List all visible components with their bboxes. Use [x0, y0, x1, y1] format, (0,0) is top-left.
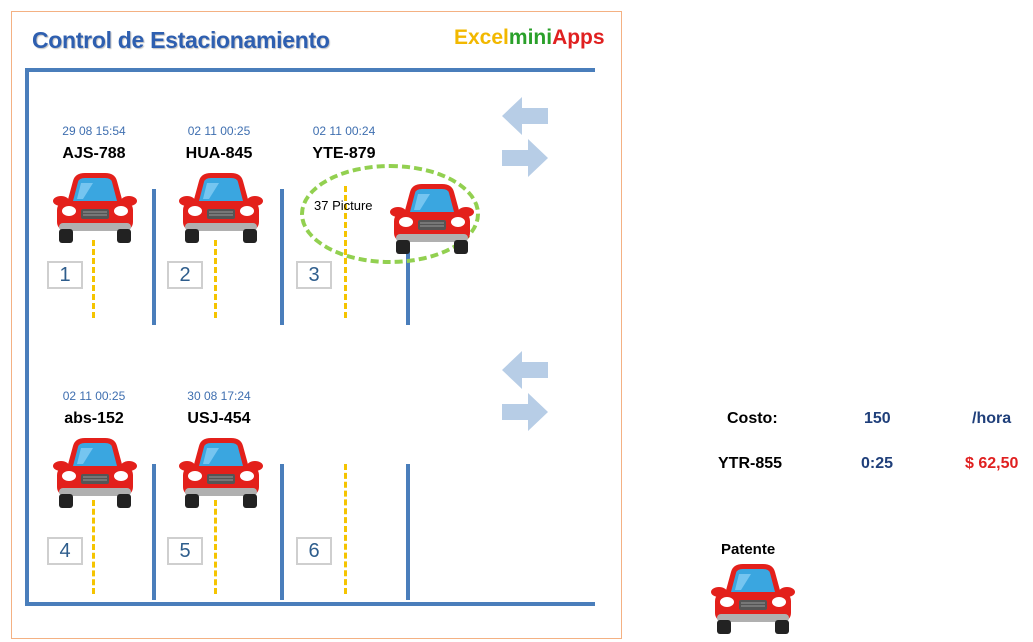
spot-2-time: 02 11 00:25 [187, 124, 251, 138]
amount-value: $ 62,50 [965, 455, 1019, 472]
car-icon[interactable] [711, 560, 795, 636]
left-wall [25, 68, 29, 606]
lane-line [92, 240, 95, 318]
spot-1-plate: AJS-788 [62, 145, 126, 162]
car-icon[interactable] [179, 169, 263, 245]
divider-wall [280, 189, 284, 325]
spot-4-time: 02 11 00:25 [62, 389, 126, 403]
lane-line [344, 464, 347, 594]
divider-wall [280, 464, 284, 600]
spot-2-number: 2 [167, 261, 203, 289]
lane-line [214, 500, 217, 594]
spot-1-number: 1 [47, 261, 83, 289]
cost-label: Costo: [727, 410, 778, 427]
spot-3-plate: YTE-879 [312, 145, 376, 162]
divider-wall [406, 250, 410, 325]
spot-2-plate: HUA-845 [185, 145, 253, 162]
bottom-wall [25, 602, 595, 606]
car-icon[interactable] [53, 434, 137, 510]
spot-6-number: 6 [296, 537, 332, 565]
spot-3-time: 02 11 00:24 [312, 124, 376, 138]
divider-wall [406, 464, 410, 600]
page-title: Control de Estacionamiento [32, 27, 330, 53]
patente-label: Patente [721, 541, 776, 558]
spot-5-number: 5 [167, 537, 203, 565]
car-icon[interactable] [390, 180, 474, 256]
current-plate: YTR-855 [718, 455, 783, 472]
brand-logo: ExcelminiApps [454, 26, 605, 49]
spot-1-time: 29 08 15:54 [62, 124, 126, 138]
arrow-right-icon[interactable] [502, 393, 548, 431]
spot-5-plate: USJ-454 [187, 410, 251, 427]
cost-unit: /hora [972, 410, 1012, 427]
arrow-right-icon[interactable] [502, 139, 548, 177]
selection-outline[interactable] [300, 164, 480, 264]
picture-label: 37 Picture [314, 198, 373, 213]
spot-4-number: 4 [47, 537, 83, 565]
lane-line [214, 240, 217, 318]
car-icon[interactable] [179, 434, 263, 510]
arrow-left-icon[interactable] [502, 97, 548, 135]
divider-wall [152, 464, 156, 600]
arrow-left-icon[interactable] [502, 351, 548, 389]
spot-4-plate: abs-152 [64, 410, 124, 427]
top-wall [25, 68, 595, 72]
cost-value: 150 [864, 410, 891, 427]
divider-wall [152, 189, 156, 325]
lane-line [92, 500, 95, 594]
spot-3-number: 3 [296, 261, 332, 289]
parking-frame [11, 11, 622, 639]
spot-5-time: 30 08 17:24 [187, 389, 251, 403]
duration-value: 0:25 [861, 455, 894, 472]
car-icon[interactable] [53, 169, 137, 245]
